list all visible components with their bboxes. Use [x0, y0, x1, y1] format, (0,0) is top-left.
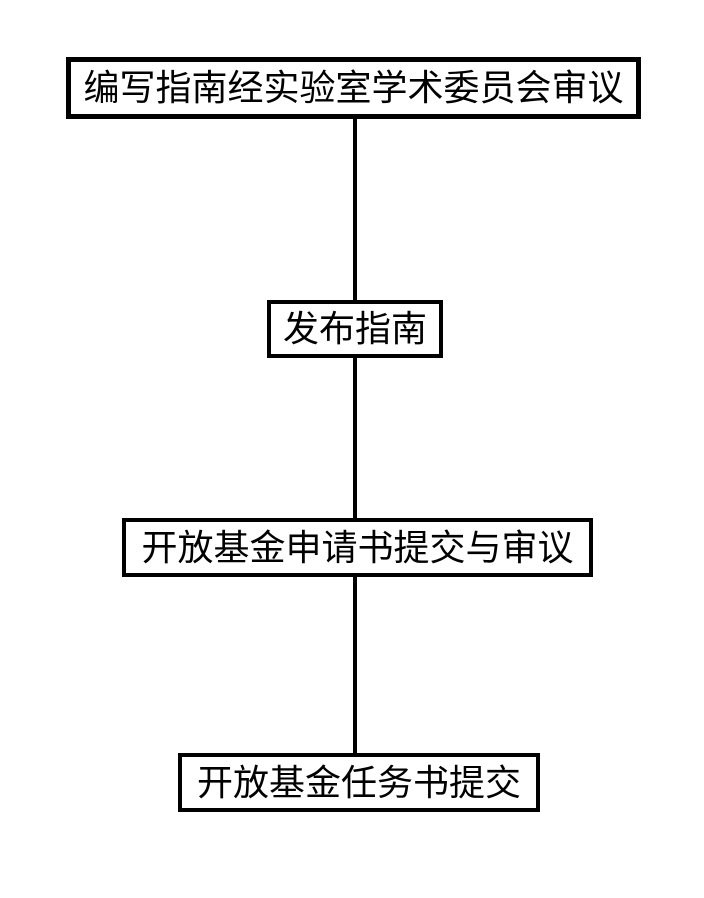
connector-line-1 [353, 117, 357, 302]
flow-node-label: 开放基金申请书提交与审议 [141, 526, 574, 568]
connector-line-2 [353, 356, 357, 520]
flow-node-label: 编写指南经实验室学术委员会审议 [83, 67, 624, 108]
flow-node-label: 发布指南 [282, 308, 427, 349]
flow-node-application-submission-review: 开放基金申请书提交与审议 [122, 518, 593, 577]
flow-node-task-statement-submission: 开放基金任务书提交 [178, 753, 540, 812]
flow-node-publish-guideline: 发布指南 [267, 300, 443, 358]
connector-line-3 [353, 575, 357, 755]
flow-node-guideline-committee-review: 编写指南经实验室学术委员会审议 [66, 57, 641, 119]
flow-node-label: 开放基金任务书提交 [196, 761, 521, 803]
